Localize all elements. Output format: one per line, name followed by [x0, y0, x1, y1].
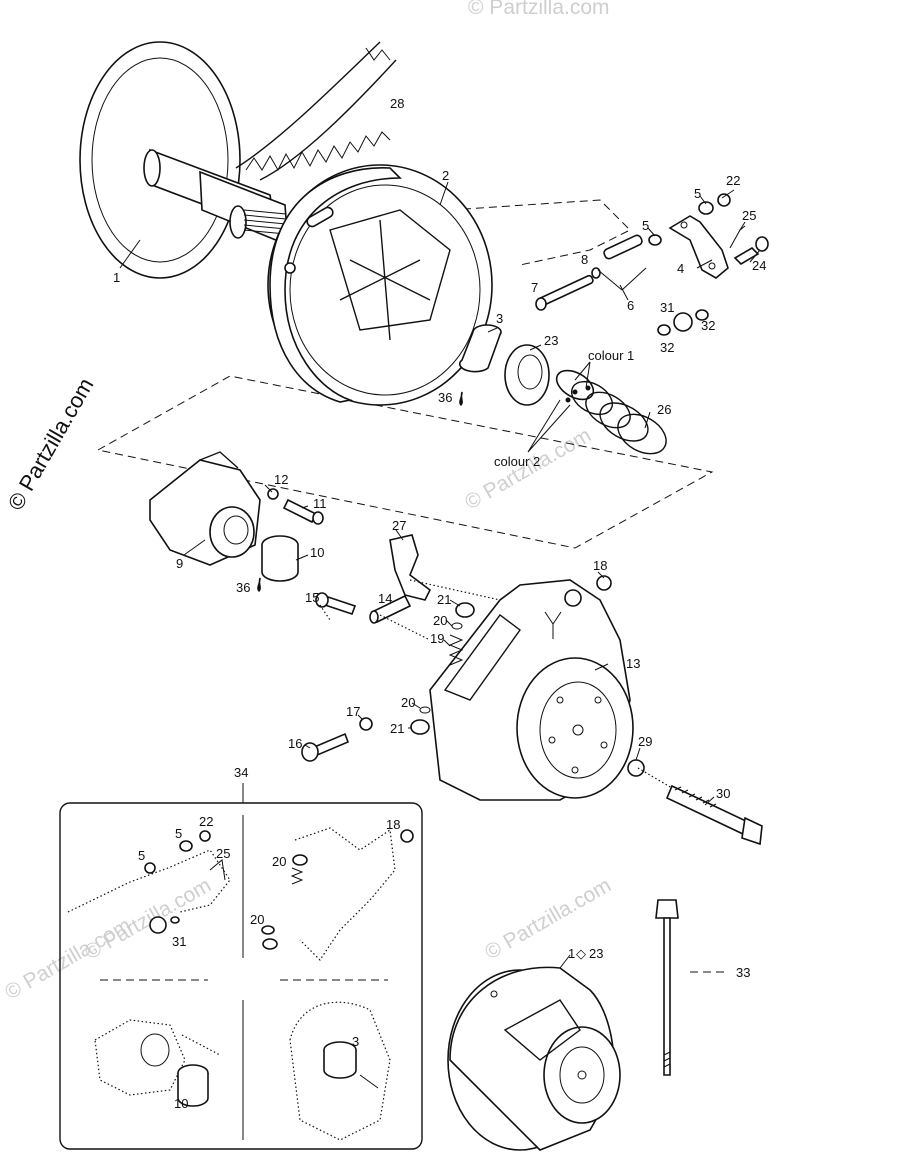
spider-13: [429, 579, 634, 801]
callout-21b: 21: [390, 721, 404, 736]
watermark-inset-2: © Partzilla.com: [81, 874, 215, 965]
pin-14: [369, 594, 412, 624]
callout-24: 24: [752, 258, 766, 273]
bolt-16: [301, 717, 373, 762]
callout-36a: 36: [438, 390, 452, 405]
screw-15: [315, 592, 357, 616]
lube-drop-icon-2: [257, 577, 261, 593]
callout-3: 3: [496, 311, 503, 326]
inset-callout-3: 3: [352, 1034, 359, 1049]
watermark-top: © Partzilla.com: [468, 0, 610, 19]
long-bolt-33: [655, 899, 728, 1076]
fasteners-18-21: [410, 575, 612, 735]
callout-5b: 5: [642, 218, 649, 233]
callout-20a: 20: [433, 613, 447, 628]
callout-6: 6: [627, 298, 634, 313]
callouts: 1 2 3 4 5 5 6 7 8 22 25 24 31 32 32 23 2…: [113, 96, 766, 980]
colour-2-label: colour 2: [494, 454, 540, 469]
assembly-outline: [97, 375, 714, 549]
callout-25: 25: [742, 208, 756, 223]
callout-19: 19: [430, 631, 444, 646]
callout-10: 10: [310, 545, 324, 560]
fixed-sheave: [79, 41, 289, 279]
inset-callout-10: 10: [174, 1096, 188, 1111]
bushing-10: [261, 535, 299, 582]
leader-lines: [119, 181, 761, 969]
copyright-watermark: © Partzilla.com: [3, 374, 99, 515]
inset-callout-5b: 5: [138, 848, 145, 863]
callout-34: 34: [234, 765, 248, 780]
inset-callouts: 5 22 5 25 31 18 20 20 10 3: [138, 814, 400, 1111]
callout-5a: 5: [694, 186, 701, 201]
callout-11: 11: [313, 496, 327, 511]
callout-8: 8: [581, 252, 588, 267]
lube-drop-icon: [459, 391, 463, 407]
assembly-range-label: 1 ◇ 23: [568, 946, 603, 961]
callout-14: 14: [378, 591, 392, 606]
cam-hub-9: [149, 451, 261, 566]
callout-22: 22: [726, 173, 740, 188]
inset-callout-31: 31: [172, 934, 186, 949]
range-start: 1: [568, 946, 575, 961]
callout-28: 28: [390, 96, 404, 111]
colour-1-label: colour 1: [588, 348, 634, 363]
driven-pulley-assembly: [447, 966, 621, 1151]
lever-27: [389, 534, 432, 601]
callout-12: 12: [274, 472, 288, 487]
callout-4: 4: [677, 261, 684, 276]
drive-belt: [235, 41, 397, 181]
bushing-3: [458, 324, 502, 373]
range-end: 23: [589, 946, 603, 961]
callout-2: 2: [442, 168, 449, 183]
movable-sheave: [267, 164, 493, 406]
callout-7: 7: [531, 280, 538, 295]
inset-callout-22: 22: [199, 814, 213, 829]
callout-16: 16: [288, 736, 302, 751]
range-arrow-icon: ◇: [576, 946, 586, 961]
callout-1: 1: [113, 270, 120, 285]
callout-36b: 36: [236, 580, 250, 595]
callout-23: 23: [544, 333, 558, 348]
callout-15: 15: [305, 590, 319, 605]
callout-32b: 32: [660, 340, 674, 355]
inset-callout-5a: 5: [175, 826, 182, 841]
callout-26: 26: [657, 402, 671, 417]
bolt-30: [627, 759, 763, 846]
callout-13: 13: [626, 656, 640, 671]
callout-29: 29: [638, 734, 652, 749]
screw-11: [267, 488, 324, 525]
callout-27: 27: [392, 518, 406, 533]
washer-23: [504, 344, 550, 406]
callout-21a: 21: [437, 592, 451, 607]
callout-30: 30: [716, 786, 730, 801]
callout-18: 18: [593, 558, 607, 573]
callout-31: 31: [660, 300, 674, 315]
inset-callout-20a: 20: [272, 854, 286, 869]
inset-callout-20b: 20: [250, 912, 264, 927]
callout-20b: 20: [401, 695, 415, 710]
callout-17: 17: [346, 704, 360, 719]
callout-33: 33: [736, 965, 750, 980]
roller-arm-hardware: [535, 193, 769, 336]
spring-26: [555, 369, 667, 455]
assembly-outline-upper: [449, 199, 631, 266]
kit-34-inset: [59, 783, 423, 1150]
inset-callout-18: 18: [386, 817, 400, 832]
callout-32a: 32: [701, 318, 715, 333]
inset-callout-25: 25: [216, 846, 230, 861]
callout-9: 9: [176, 556, 183, 571]
